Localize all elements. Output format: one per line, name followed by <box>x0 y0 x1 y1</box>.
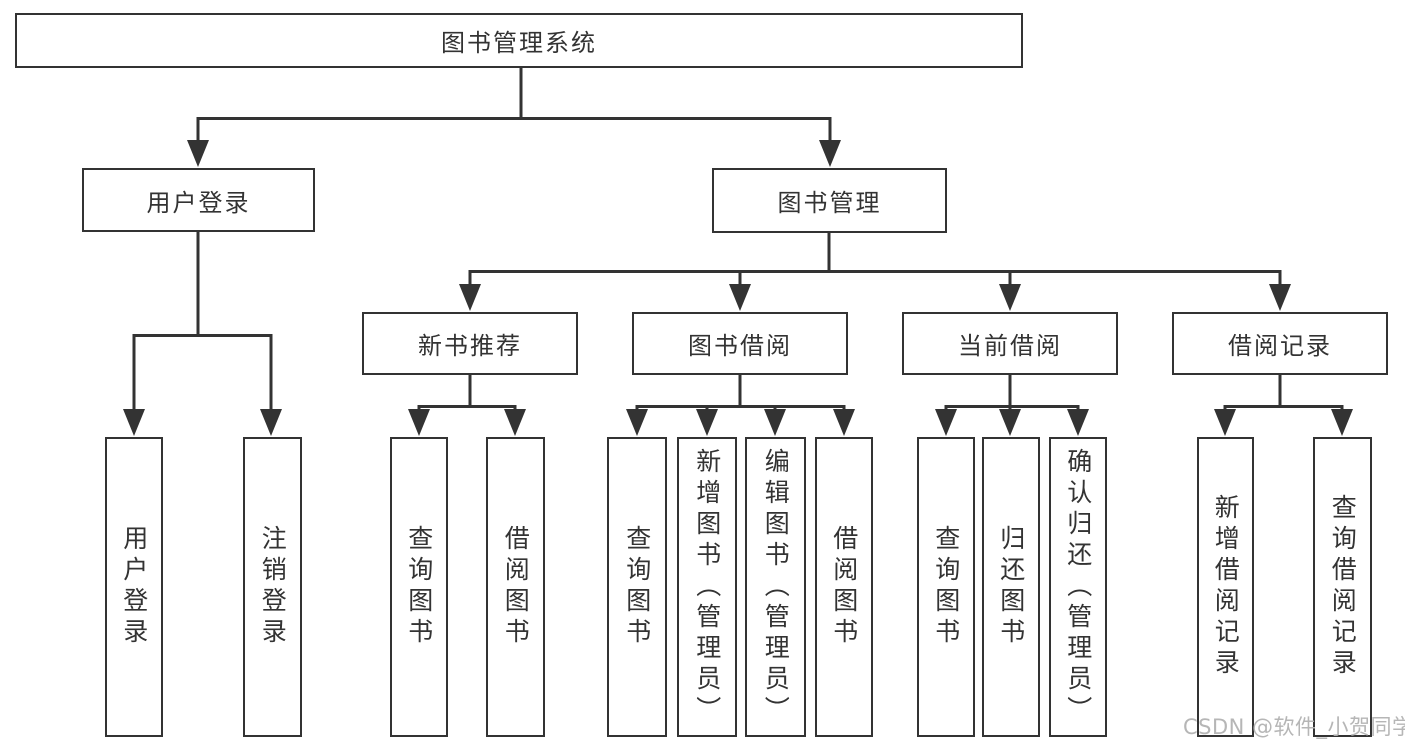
node-borrow-record: 借阅记录 <box>1172 312 1388 375</box>
node-library-system: 图书管理系统 <box>15 13 1023 68</box>
leaf-user-login: 用户登录 <box>105 437 163 737</box>
node-label: 查询借阅记录 <box>1328 494 1358 680</box>
leaf-add-book-admin: 新增图书（管理员） <box>677 437 737 737</box>
node-label: 图书管理 <box>777 189 882 217</box>
node-label: 归还图书 <box>996 525 1026 649</box>
node-label: 用户登录 <box>146 188 251 217</box>
arrowheads <box>123 140 1353 436</box>
arrow-icon <box>626 409 648 436</box>
node-label: 新书推荐 <box>418 332 522 360</box>
node-label: 借阅记录 <box>1228 332 1332 360</box>
leaf-query-book: 查询图书 <box>917 437 975 737</box>
arrow-icon <box>696 409 718 436</box>
node-label: 借阅图书 <box>501 525 531 649</box>
node-new-book-recommend: 新书推荐 <box>362 312 578 375</box>
leaf-query-book: 查询图书 <box>390 437 448 737</box>
arrow-icon <box>729 284 751 311</box>
leaf-logout: 注销登录 <box>243 437 302 737</box>
node-user-login: 用户登录 <box>82 168 315 232</box>
arrow-icon <box>1067 409 1089 436</box>
edge-bookborrow-branch <box>635 405 846 411</box>
node-label: 编辑图书（管理员） <box>761 447 791 727</box>
node-label: 图书借阅 <box>688 332 792 360</box>
arrow-icon <box>260 409 282 436</box>
arrow-icon <box>504 409 526 436</box>
arrow-icon <box>408 409 430 436</box>
leaf-borrow-book: 借阅图书 <box>815 437 873 737</box>
node-current-borrow: 当前借阅 <box>902 312 1118 375</box>
node-label: 注销登录 <box>258 525 288 649</box>
node-label: 新增图书（管理员） <box>692 447 722 727</box>
node-book-management: 图书管理 <box>712 168 947 233</box>
edge-newbook-branch <box>417 405 517 411</box>
node-label: 查询图书 <box>404 525 434 649</box>
leaf-confirm-return-admin: 确认归还（管理员） <box>1049 437 1107 737</box>
node-label: 图书管理系统 <box>441 29 597 57</box>
edge-userlogin-branch <box>132 334 273 411</box>
arrow-icon <box>999 409 1021 436</box>
node-label: 新增借阅记录 <box>1211 494 1241 680</box>
csdn-watermark: CSDN @软件_小贺同学 <box>1183 715 1405 739</box>
node-label: 查询图书 <box>931 525 961 649</box>
connector-edges <box>132 66 1344 411</box>
arrow-icon <box>1269 284 1291 311</box>
arrow-icon <box>459 284 481 311</box>
arrow-icon <box>833 409 855 436</box>
node-label: 查询图书 <box>622 525 652 649</box>
leaf-return-book: 归还图书 <box>982 437 1040 737</box>
leaf-borrow-book: 借阅图书 <box>486 437 545 737</box>
leaf-edit-book-admin: 编辑图书（管理员） <box>745 437 806 737</box>
node-label: 确认归还（管理员） <box>1063 447 1093 727</box>
leaf-query-book: 查询图书 <box>607 437 667 737</box>
edge-bookmgmt-branch <box>468 270 1282 286</box>
leaf-query-borrow-record: 查询借阅记录 <box>1313 437 1372 737</box>
arrow-icon <box>935 409 957 436</box>
arrow-icon <box>187 140 209 167</box>
node-label: 当前借阅 <box>958 332 1062 360</box>
arrow-icon <box>123 409 145 436</box>
edge-borrowrecord-branch <box>1223 405 1344 411</box>
arrow-icon <box>1214 409 1236 436</box>
node-label: 用户登录 <box>119 525 149 649</box>
arrow-icon <box>999 284 1021 311</box>
arrow-icon <box>819 140 841 167</box>
node-book-borrow: 图书借阅 <box>632 312 848 375</box>
arrow-icon <box>764 409 786 436</box>
node-label: 借阅图书 <box>829 525 859 649</box>
edge-currentborrow-branch <box>944 405 1080 411</box>
edge-root-branch <box>196 117 832 142</box>
arrow-icon <box>1331 409 1353 436</box>
leaf-add-borrow-record: 新增借阅记录 <box>1197 437 1254 737</box>
